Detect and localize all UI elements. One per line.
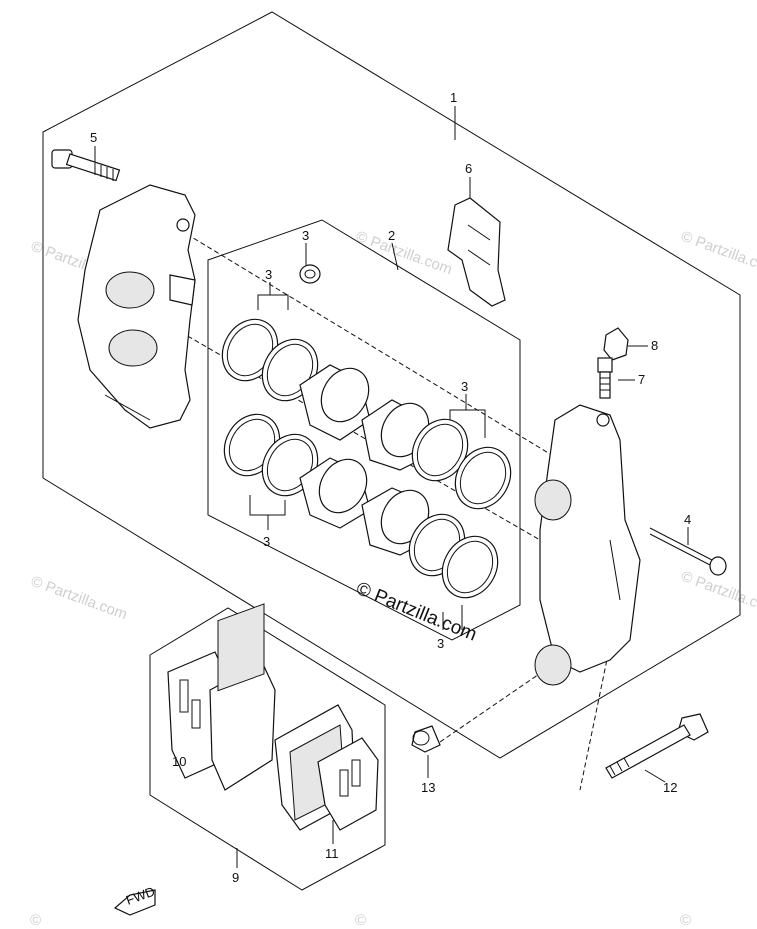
part-3-small-seal[interactable] [299,264,321,284]
callout-3: 3 [461,379,468,394]
callout-12: 12 [663,780,677,795]
callout-8: 8 [651,338,658,353]
callout-6: 6 [465,161,472,176]
part-11-pad-shim[interactable] [317,737,379,831]
piston-seal-set[interactable] [211,309,521,607]
seal-kit-outline [207,219,521,641]
callout-3: 3 [265,267,272,282]
watermark-mark: © [30,912,41,929]
callout-2: 2 [388,228,395,243]
callout-7: 7 [638,372,645,387]
watermark-tile: © Partzilla.com [29,573,130,624]
brake-pad-left[interactable] [209,603,276,791]
watermark-tile: © Partzilla.com [679,228,757,279]
bottom-watermark-marks: © © © [30,912,691,929]
pad-kit-outline [149,607,386,891]
watermark-tile: © Partzilla.com [354,228,455,279]
watermark-mark: © [355,912,366,929]
part-7-bleeder-screw[interactable] [597,357,613,399]
part-8-bleeder-cap[interactable] [603,327,629,361]
watermark-mark: © [680,912,691,929]
callout-9: 9 [232,870,239,885]
callout-3: 3 [263,534,270,549]
callout-labels: 1 2 3 3 3 3 3 4 5 6 7 8 9 10 11 12 13 [90,90,691,885]
callout-1: 1 [450,90,457,105]
callout-10: 10 [172,754,186,769]
callout-5: 5 [90,130,97,145]
part-13-spacer[interactable] [411,725,441,753]
callout-3: 3 [302,228,309,243]
callout-4: 4 [684,512,691,527]
callout-3: 3 [437,636,444,651]
callout-11: 11 [325,846,339,861]
callout-13: 13 [421,780,435,795]
part-4-pad-pin[interactable] [649,527,727,576]
right-caliper-half[interactable] [534,404,641,686]
left-caliper-half[interactable] [77,184,196,429]
part-6-pad-spring[interactable] [447,197,506,307]
part-12-mounting-bolt[interactable] [605,713,709,779]
fwd-arrow-icon: FWD [113,884,157,916]
part-5-caliper-bolt[interactable] [51,149,121,182]
assembly-outline [42,11,741,759]
